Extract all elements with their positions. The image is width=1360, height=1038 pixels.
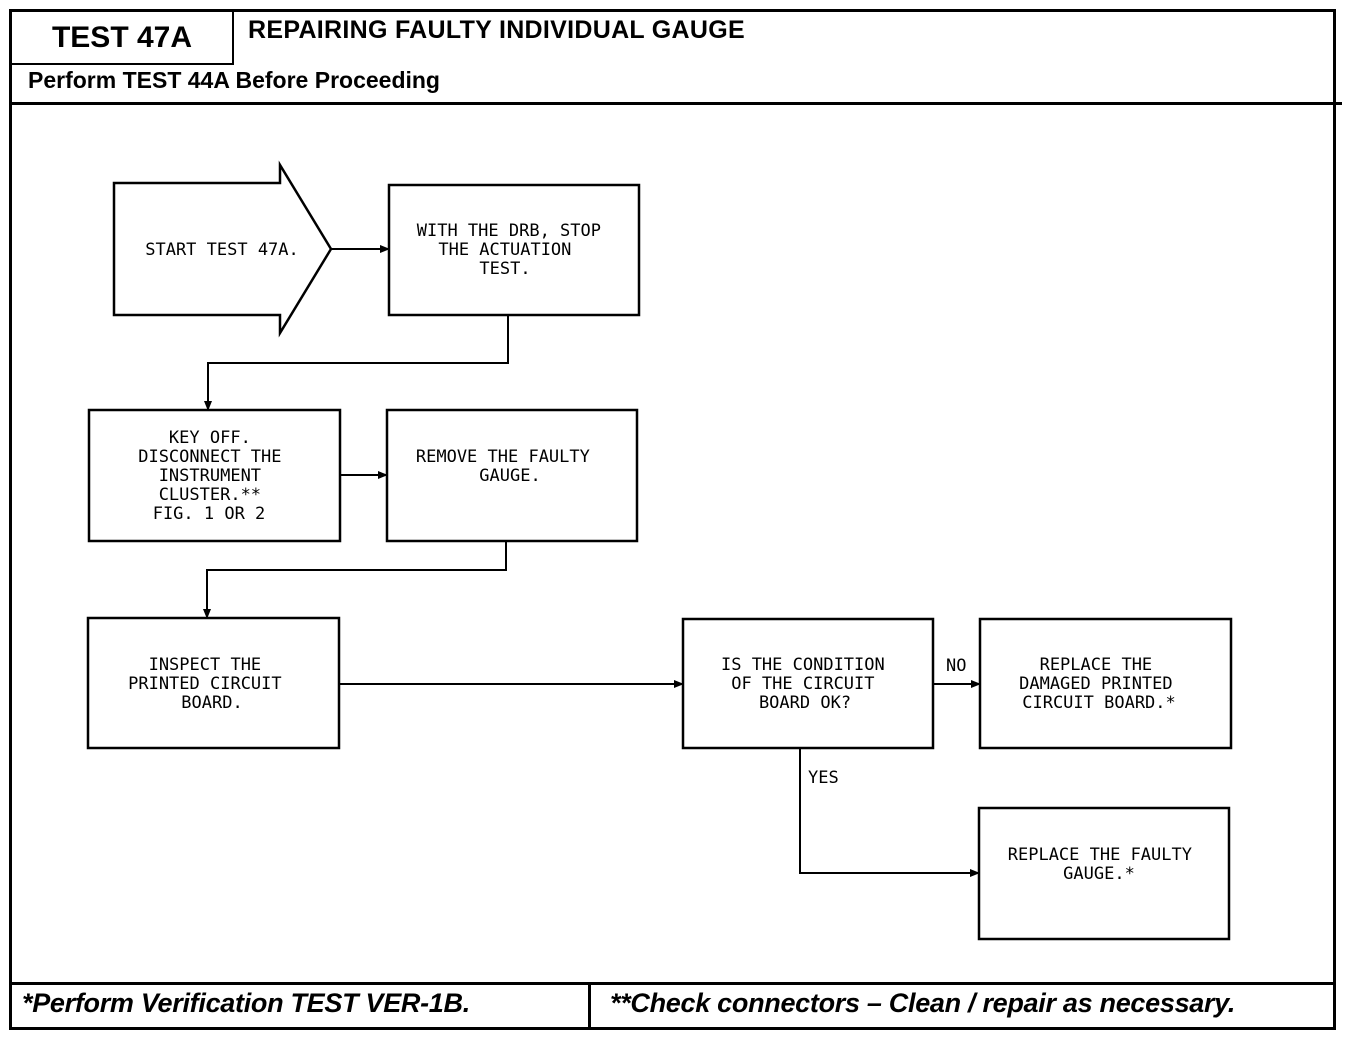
- diagram-frame: [9, 9, 1336, 1030]
- connector-stop-to-keyoff: [204, 315, 509, 411]
- inspect-board-box: [86, 616, 341, 750]
- connector-remove-to-inspect: [203, 541, 507, 619]
- start-text: START TEST 47A.: [145, 240, 299, 260]
- key-off-text: KEY OFF. DISCONNECT THE INSTRUMENT CLUST…: [138, 428, 292, 524]
- label-yes: YES: [808, 768, 839, 788]
- condition-check-text: IS THE CONDITION OF THE CIRCUIT BOARD OK…: [721, 655, 895, 713]
- header-divider: [12, 63, 234, 65]
- prerequisite-note: Perform TEST 44A Before Proceeding: [28, 67, 440, 93]
- replace-board-box: [978, 617, 1233, 750]
- stop-test-box: [387, 183, 641, 317]
- footnote-verification: *Perform Verification TEST VER-1B.: [22, 988, 470, 1018]
- replace-gauge-text: REPLACE THE FAULTY GAUGE.*: [1008, 845, 1202, 884]
- replace-board-text: REPLACE THE DAMAGED PRINTED CIRCUIT BOAR…: [1019, 655, 1183, 713]
- remove-gauge-text: REMOVE THE FAULTY GAUGE.: [416, 447, 600, 486]
- start-arrow-shape: [112, 160, 333, 338]
- footer-divider: [588, 984, 591, 1030]
- inspect-board-text: INSPECT THE PRINTED CIRCUIT BOARD.: [128, 655, 292, 713]
- footnote-connectors: **Check connectors – Clean / repair as n…: [610, 988, 1236, 1018]
- label-no: NO: [946, 656, 966, 676]
- test-id: TEST 47A: [12, 12, 234, 64]
- stop-test-text: WITH THE DRB, STOP THE ACTUATION TEST.: [417, 221, 611, 279]
- remove-gauge-box: [385, 408, 639, 543]
- header-bottom-rule: [12, 102, 1342, 105]
- key-off-box: [87, 408, 342, 543]
- connector-yes: [799, 748, 980, 877]
- footer-rule: [9, 982, 1336, 985]
- test-title: REPAIRING FAULTY INDIVIDUAL GAUGE: [248, 16, 745, 44]
- replace-gauge-box: [977, 806, 1231, 941]
